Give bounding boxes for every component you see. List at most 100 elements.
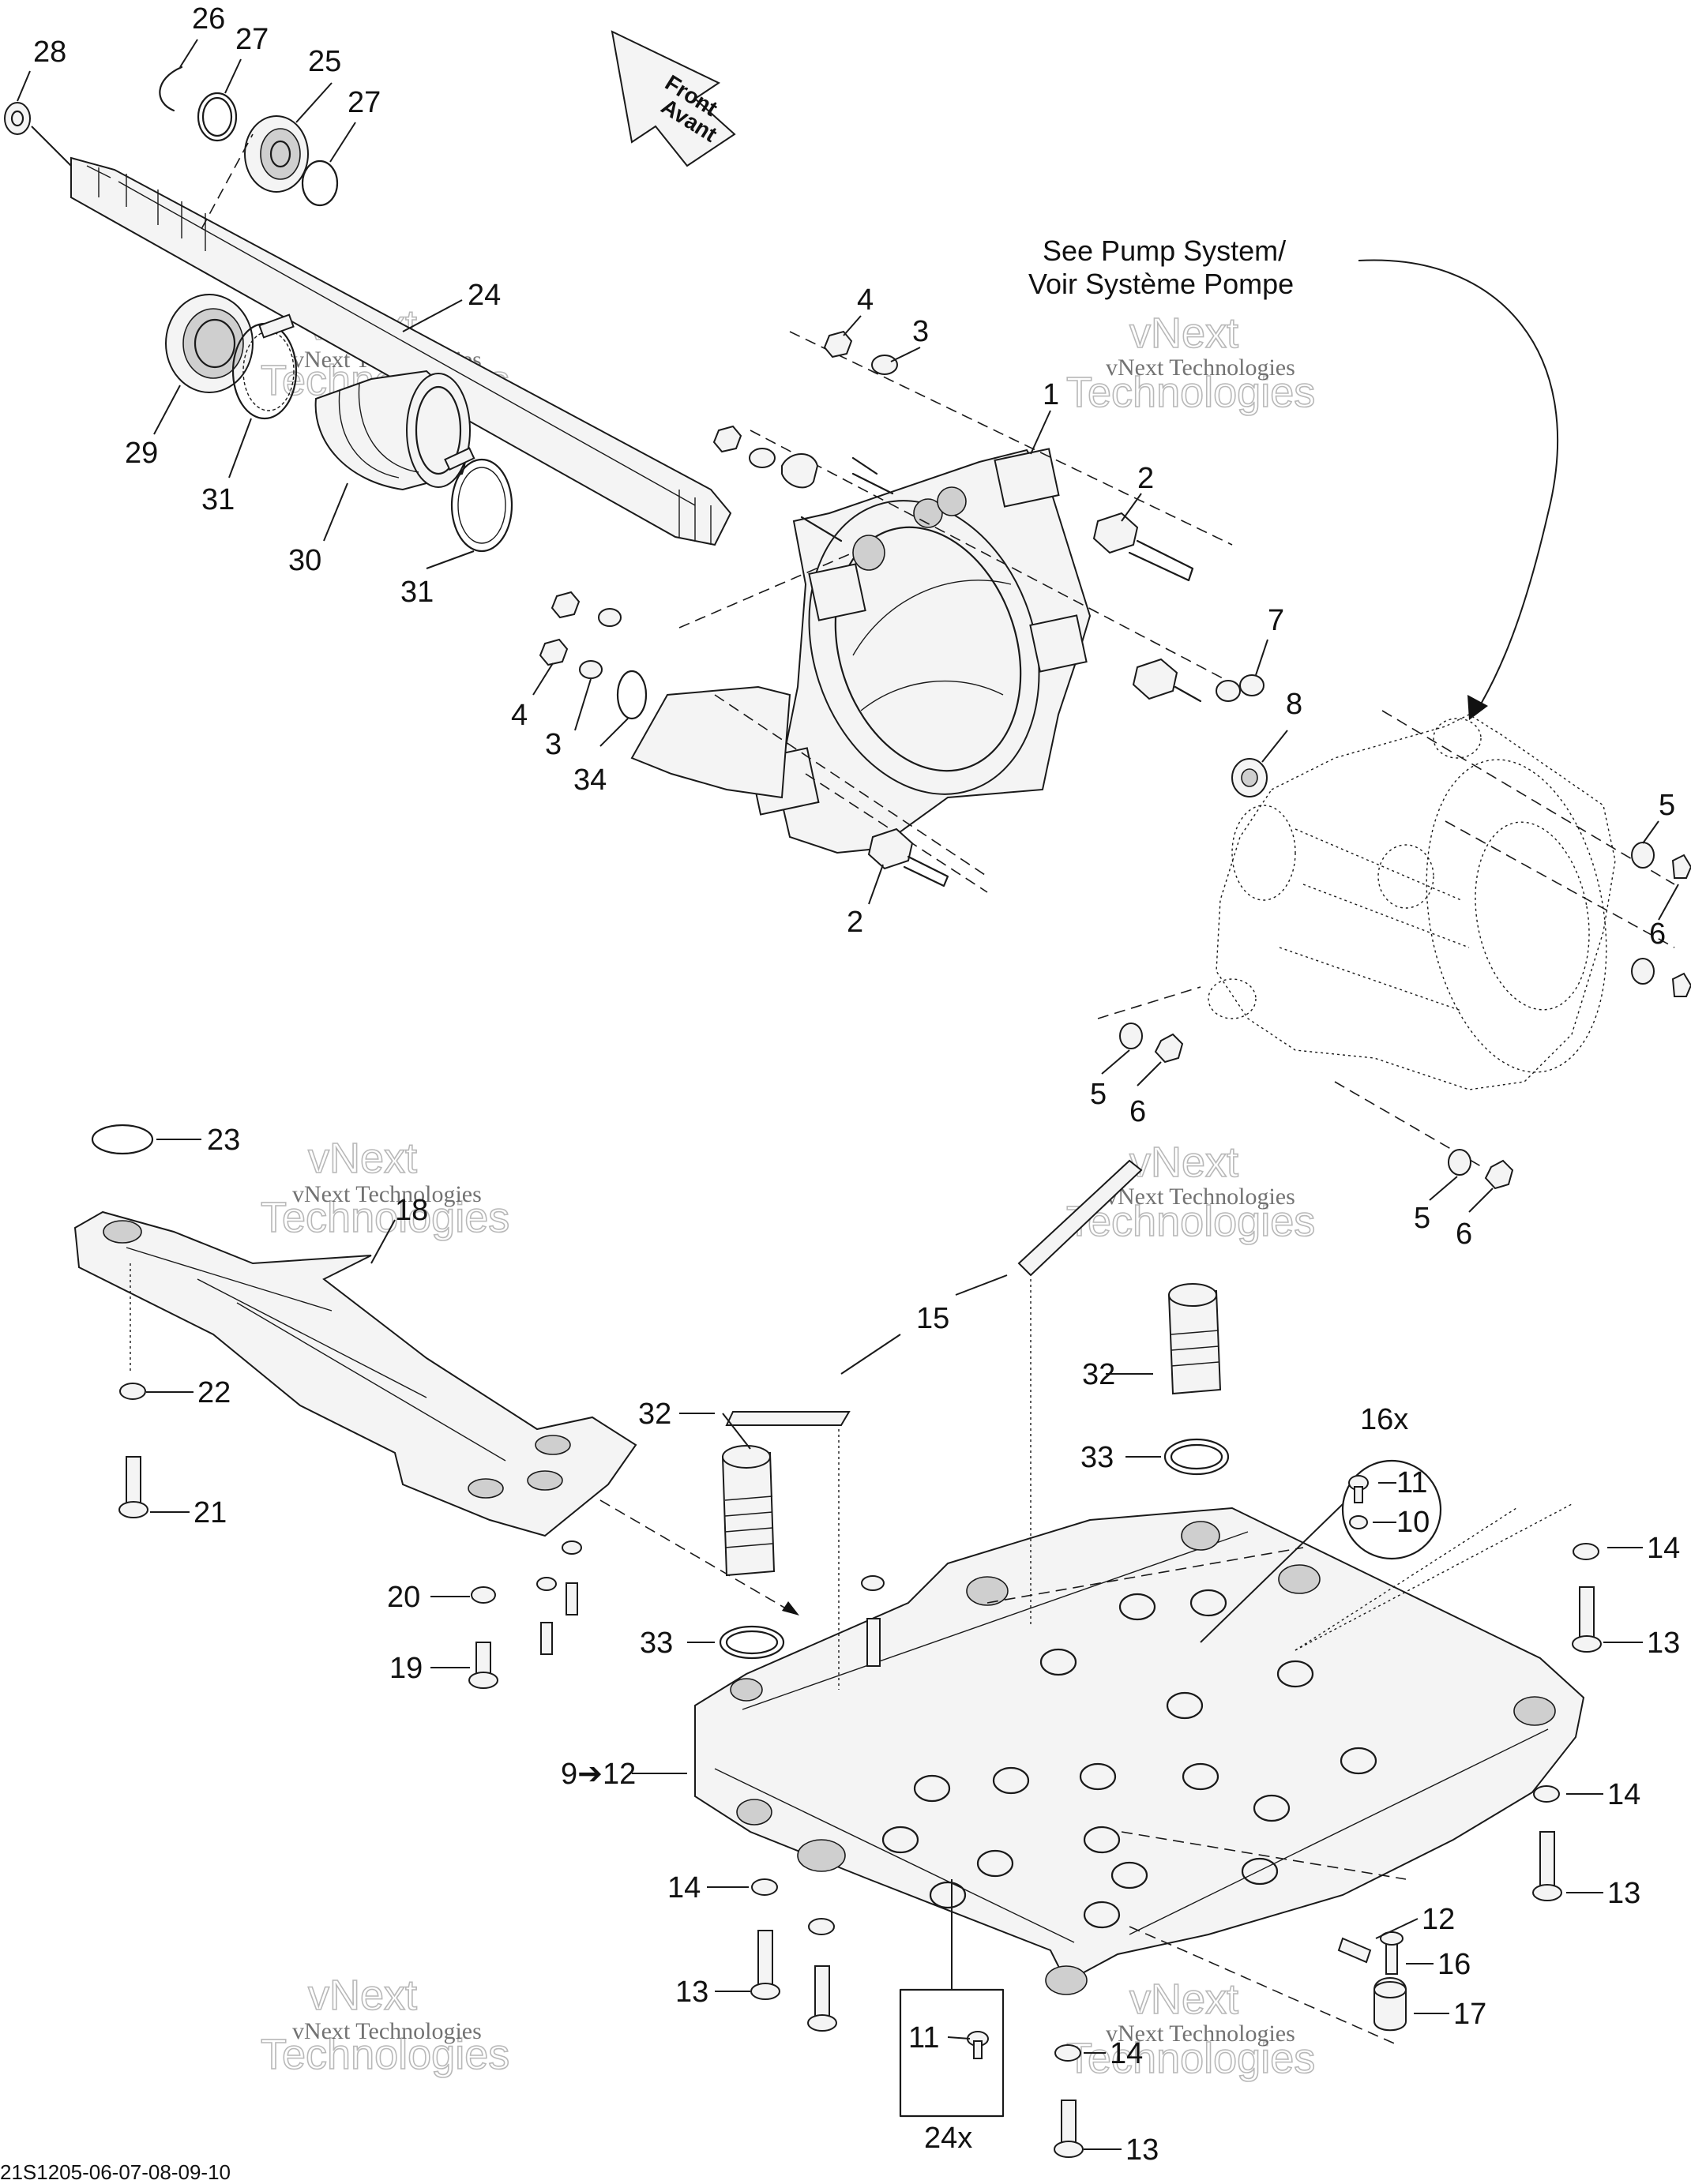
drawing-code: 21S1205-06-07-08-09-10 — [0, 2160, 231, 2184]
washer — [751, 1878, 778, 1896]
nut — [823, 330, 853, 358]
callout-label: 27 — [348, 86, 381, 119]
callout-label: 16 — [1437, 1948, 1471, 1981]
note-line: See Pump System/ — [1043, 235, 1286, 267]
screw — [126, 1456, 141, 1509]
callout-label: 13 — [1647, 1627, 1680, 1660]
spacer — [1132, 658, 1178, 700]
callout-label: 17 — [1453, 1998, 1486, 2031]
washer — [1349, 1515, 1368, 1529]
callout-label: 21 — [194, 1496, 227, 1529]
watermark-text: vNext Technologies — [292, 2018, 482, 2044]
washer — [1448, 1149, 1471, 1176]
o-ring — [1163, 1438, 1230, 1476]
nut — [1671, 972, 1691, 997]
washer — [1631, 958, 1655, 985]
adhesive-strip — [1017, 1159, 1143, 1277]
washer — [1119, 1023, 1143, 1049]
callout-label: 19 — [389, 1652, 423, 1685]
washer — [871, 355, 898, 375]
watermark-outline: vNext — [1129, 310, 1238, 357]
washer — [1533, 1785, 1560, 1803]
watermark-text: vNext Technologies — [1106, 1184, 1295, 1210]
washer — [598, 608, 622, 627]
hull-plate — [694, 1507, 1585, 1983]
callout-label: 13 — [675, 1976, 708, 2009]
callout-label: 31 — [400, 576, 434, 609]
callout-label: 18 — [395, 1194, 428, 1227]
callout-label: 6 — [1649, 918, 1666, 951]
retaining-ring — [159, 66, 183, 112]
callout-label: 31 — [201, 483, 235, 516]
spacer — [1092, 512, 1139, 554]
note-leader — [1358, 259, 1559, 711]
callout-label: 29 — [125, 437, 158, 470]
washer — [1573, 1543, 1599, 1560]
tab-washer — [781, 453, 819, 489]
callout-label: 33 — [1080, 1441, 1114, 1474]
watermark-outline: Technologies — [1066, 369, 1315, 416]
watermark-outline: Technologies — [261, 2031, 509, 2078]
washer — [471, 1586, 496, 1604]
callout-label: 12 — [1422, 1903, 1455, 1936]
note-line: Voir Système Pompe — [1028, 268, 1294, 300]
nut — [551, 591, 581, 619]
screw — [1579, 1586, 1595, 1643]
callout-label: 11 — [1396, 1466, 1427, 1499]
screw — [757, 1930, 773, 1991]
callout-label: 13 — [1607, 1877, 1640, 1910]
pump-hardware — [1119, 842, 1691, 1190]
screw — [1337, 1937, 1372, 1964]
plug — [91, 1124, 154, 1155]
callout-label: 3 — [545, 728, 562, 761]
callout-label: 32 — [1082, 1358, 1115, 1391]
watermark-outline: Technologies — [261, 1194, 509, 1241]
front-arrow-icon — [611, 30, 736, 167]
callout-label: 16x — [1360, 1403, 1408, 1436]
callout-label: 8 — [1286, 688, 1302, 721]
nut — [712, 425, 742, 453]
callout-label: 2 — [847, 906, 863, 939]
callout-label: 15 — [916, 1302, 949, 1335]
hull-plate-assembly — [694, 1159, 1602, 2158]
callout-label: 4 — [511, 699, 528, 732]
front-direction-arrow: Front Avant — [611, 30, 736, 167]
callout-label: 5 — [1090, 1078, 1107, 1111]
o-ring — [301, 159, 339, 207]
adhesive-strip — [725, 1411, 851, 1426]
callout-label: 10 — [1396, 1506, 1430, 1539]
callout-label: 23 — [207, 1124, 240, 1157]
spacer — [867, 827, 914, 870]
callout-label: 14 — [1647, 1532, 1680, 1565]
washer — [1631, 842, 1655, 869]
watermark-outline: Technologies — [1066, 1198, 1315, 1245]
detail-circle — [1341, 1459, 1442, 1560]
mount-grommet — [797, 1839, 846, 1872]
callout-labels: 28 26 27 25 27 24 29 31 30 31 4 3 1 2 7 … — [33, 2, 1680, 2167]
watermark-outline: vNext — [1129, 1139, 1238, 1186]
shaft-nut — [4, 102, 31, 135]
callout-label: 20 — [387, 1581, 420, 1614]
callout-label: 11 — [908, 2021, 939, 2055]
plate-holes — [881, 1589, 1377, 1929]
nut — [539, 638, 569, 666]
arrowhead-icon — [1467, 695, 1488, 720]
drive-shaft-assembly — [4, 66, 732, 553]
pump-support-assembly — [630, 331, 1233, 893]
watermark-outline: vNext — [308, 1972, 417, 2019]
callout-label: 33 — [640, 1627, 673, 1660]
nut — [1671, 854, 1691, 879]
mount-grommet — [1513, 1696, 1556, 1726]
jet-pump-housing — [1097, 710, 1675, 1169]
hose-clamp — [450, 458, 513, 553]
watermark-outline: vNext — [1129, 1976, 1238, 2023]
callout-label: 9➔12 — [561, 1758, 636, 1791]
washer — [1054, 2044, 1081, 2062]
watermark-text: vNext Technologies — [1106, 355, 1295, 381]
callout-leaders — [17, 39, 1679, 2150]
o-ring — [719, 1625, 785, 1660]
callout-label: 13 — [1125, 2133, 1159, 2167]
callout-label: 32 — [638, 1398, 671, 1431]
callout-label: 27 — [235, 23, 269, 56]
callout-label: 14 — [1607, 1778, 1640, 1811]
